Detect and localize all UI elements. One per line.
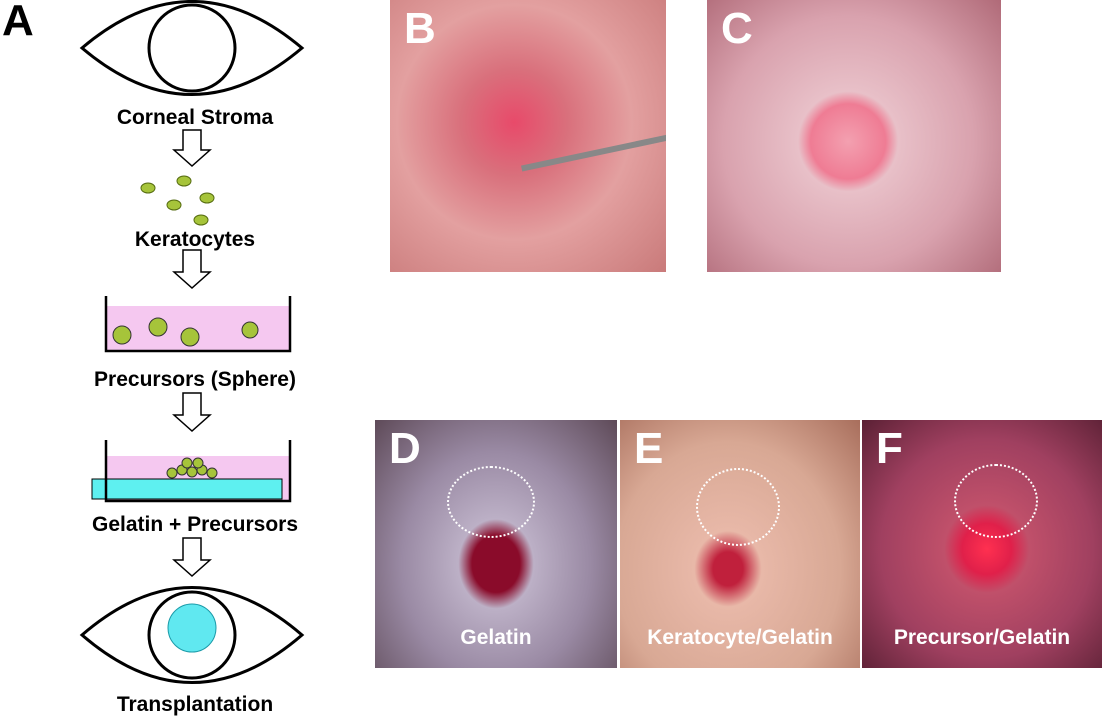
gelatin-culture-dish	[91, 440, 292, 503]
panel-a-letter: A	[2, 0, 34, 45]
panel-letter: D	[389, 424, 421, 473]
transplant-eye-icon	[79, 586, 305, 684]
step-label: Keratocytes	[134, 228, 256, 251]
forceps	[521, 134, 666, 172]
photo-panel-b: B	[390, 0, 666, 272]
panel-caption: Precursor/Gelatin	[893, 626, 1071, 649]
photo-panel-f: F Precursor/Gelatin	[862, 420, 1102, 668]
step-label: Precursors (Sphere)	[94, 368, 296, 391]
step-label: Corneal Stroma	[116, 106, 274, 129]
panel-letter: B	[404, 4, 436, 53]
panel-a-schematic	[79, 0, 305, 684]
sphere-culture-dish	[104, 296, 292, 353]
keratocyte-cells	[140, 175, 215, 226]
photo-panel-c: C	[707, 0, 1001, 272]
photo-panel-d: D Gelatin	[375, 420, 617, 668]
panel-caption: Gelatin	[460, 626, 532, 649]
panel-letter: F	[876, 424, 903, 473]
eye-icon	[79, 0, 305, 96]
panel-caption: Keratocyte/Gelatin	[647, 626, 833, 649]
panel-letter: C	[721, 4, 753, 53]
photo-panel-e: E Keratocyte/Gelatin	[620, 420, 860, 668]
panel-letter: E	[634, 424, 664, 473]
step-label: Gelatin + Precursors	[91, 513, 298, 536]
step-label: Transplantation	[116, 693, 274, 716]
down-arrow-icon	[172, 129, 212, 578]
